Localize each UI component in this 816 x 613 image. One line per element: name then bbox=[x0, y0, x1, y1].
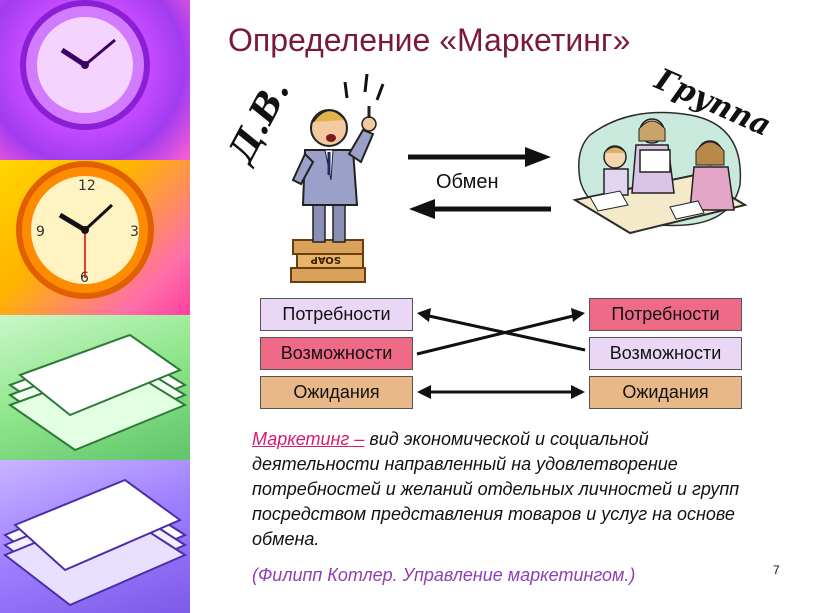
clock-icon: 12 3 6 9 bbox=[16, 161, 154, 299]
right-box-expectations: Ожидания bbox=[589, 376, 742, 409]
green-papers-panel bbox=[0, 315, 190, 460]
book-label: SOAP bbox=[310, 254, 341, 265]
right-box-opportunities: Возможности bbox=[589, 337, 742, 370]
definition-body: вид экономической и социальной деятельно… bbox=[252, 429, 740, 549]
paper-stack-icon bbox=[7, 333, 188, 452]
left-box-needs: Потребности bbox=[260, 298, 413, 331]
speaker-man-icon: SOAP bbox=[290, 73, 385, 283]
left-box-opportunities: Возможности bbox=[260, 337, 413, 370]
svg-text:9: 9 bbox=[36, 224, 45, 240]
exchange-label: Обмен bbox=[436, 171, 499, 193]
paper-stack-icon bbox=[3, 478, 188, 607]
side-fade bbox=[190, 0, 230, 613]
exchange-arrows bbox=[408, 147, 551, 219]
left-box-expectations: Ожидания bbox=[260, 376, 413, 409]
definition-text: Маркетинг – вид экономической и социальн… bbox=[252, 427, 772, 552]
group-reading-icon bbox=[572, 111, 748, 235]
yellow-clock-panel: 12 3 6 9 bbox=[0, 160, 190, 315]
svg-text:12: 12 bbox=[78, 178, 96, 194]
slide-title: Определение «Маркетинг» bbox=[228, 22, 631, 58]
box-connection-arrows bbox=[416, 308, 586, 399]
decorative-side-strip: 12 3 6 9 bbox=[0, 0, 190, 613]
violet-papers-panel bbox=[0, 460, 190, 613]
svg-text:3: 3 bbox=[130, 224, 139, 240]
citation: (Филипп Котлер. Управление маркетингом.) bbox=[252, 565, 636, 585]
clock-icon bbox=[20, 0, 150, 130]
definition-term: Маркетинг – bbox=[252, 429, 365, 449]
right-box-needs: Потребности bbox=[589, 298, 742, 331]
purple-clock-panel bbox=[0, 0, 190, 160]
page-number: 7 bbox=[773, 563, 780, 577]
